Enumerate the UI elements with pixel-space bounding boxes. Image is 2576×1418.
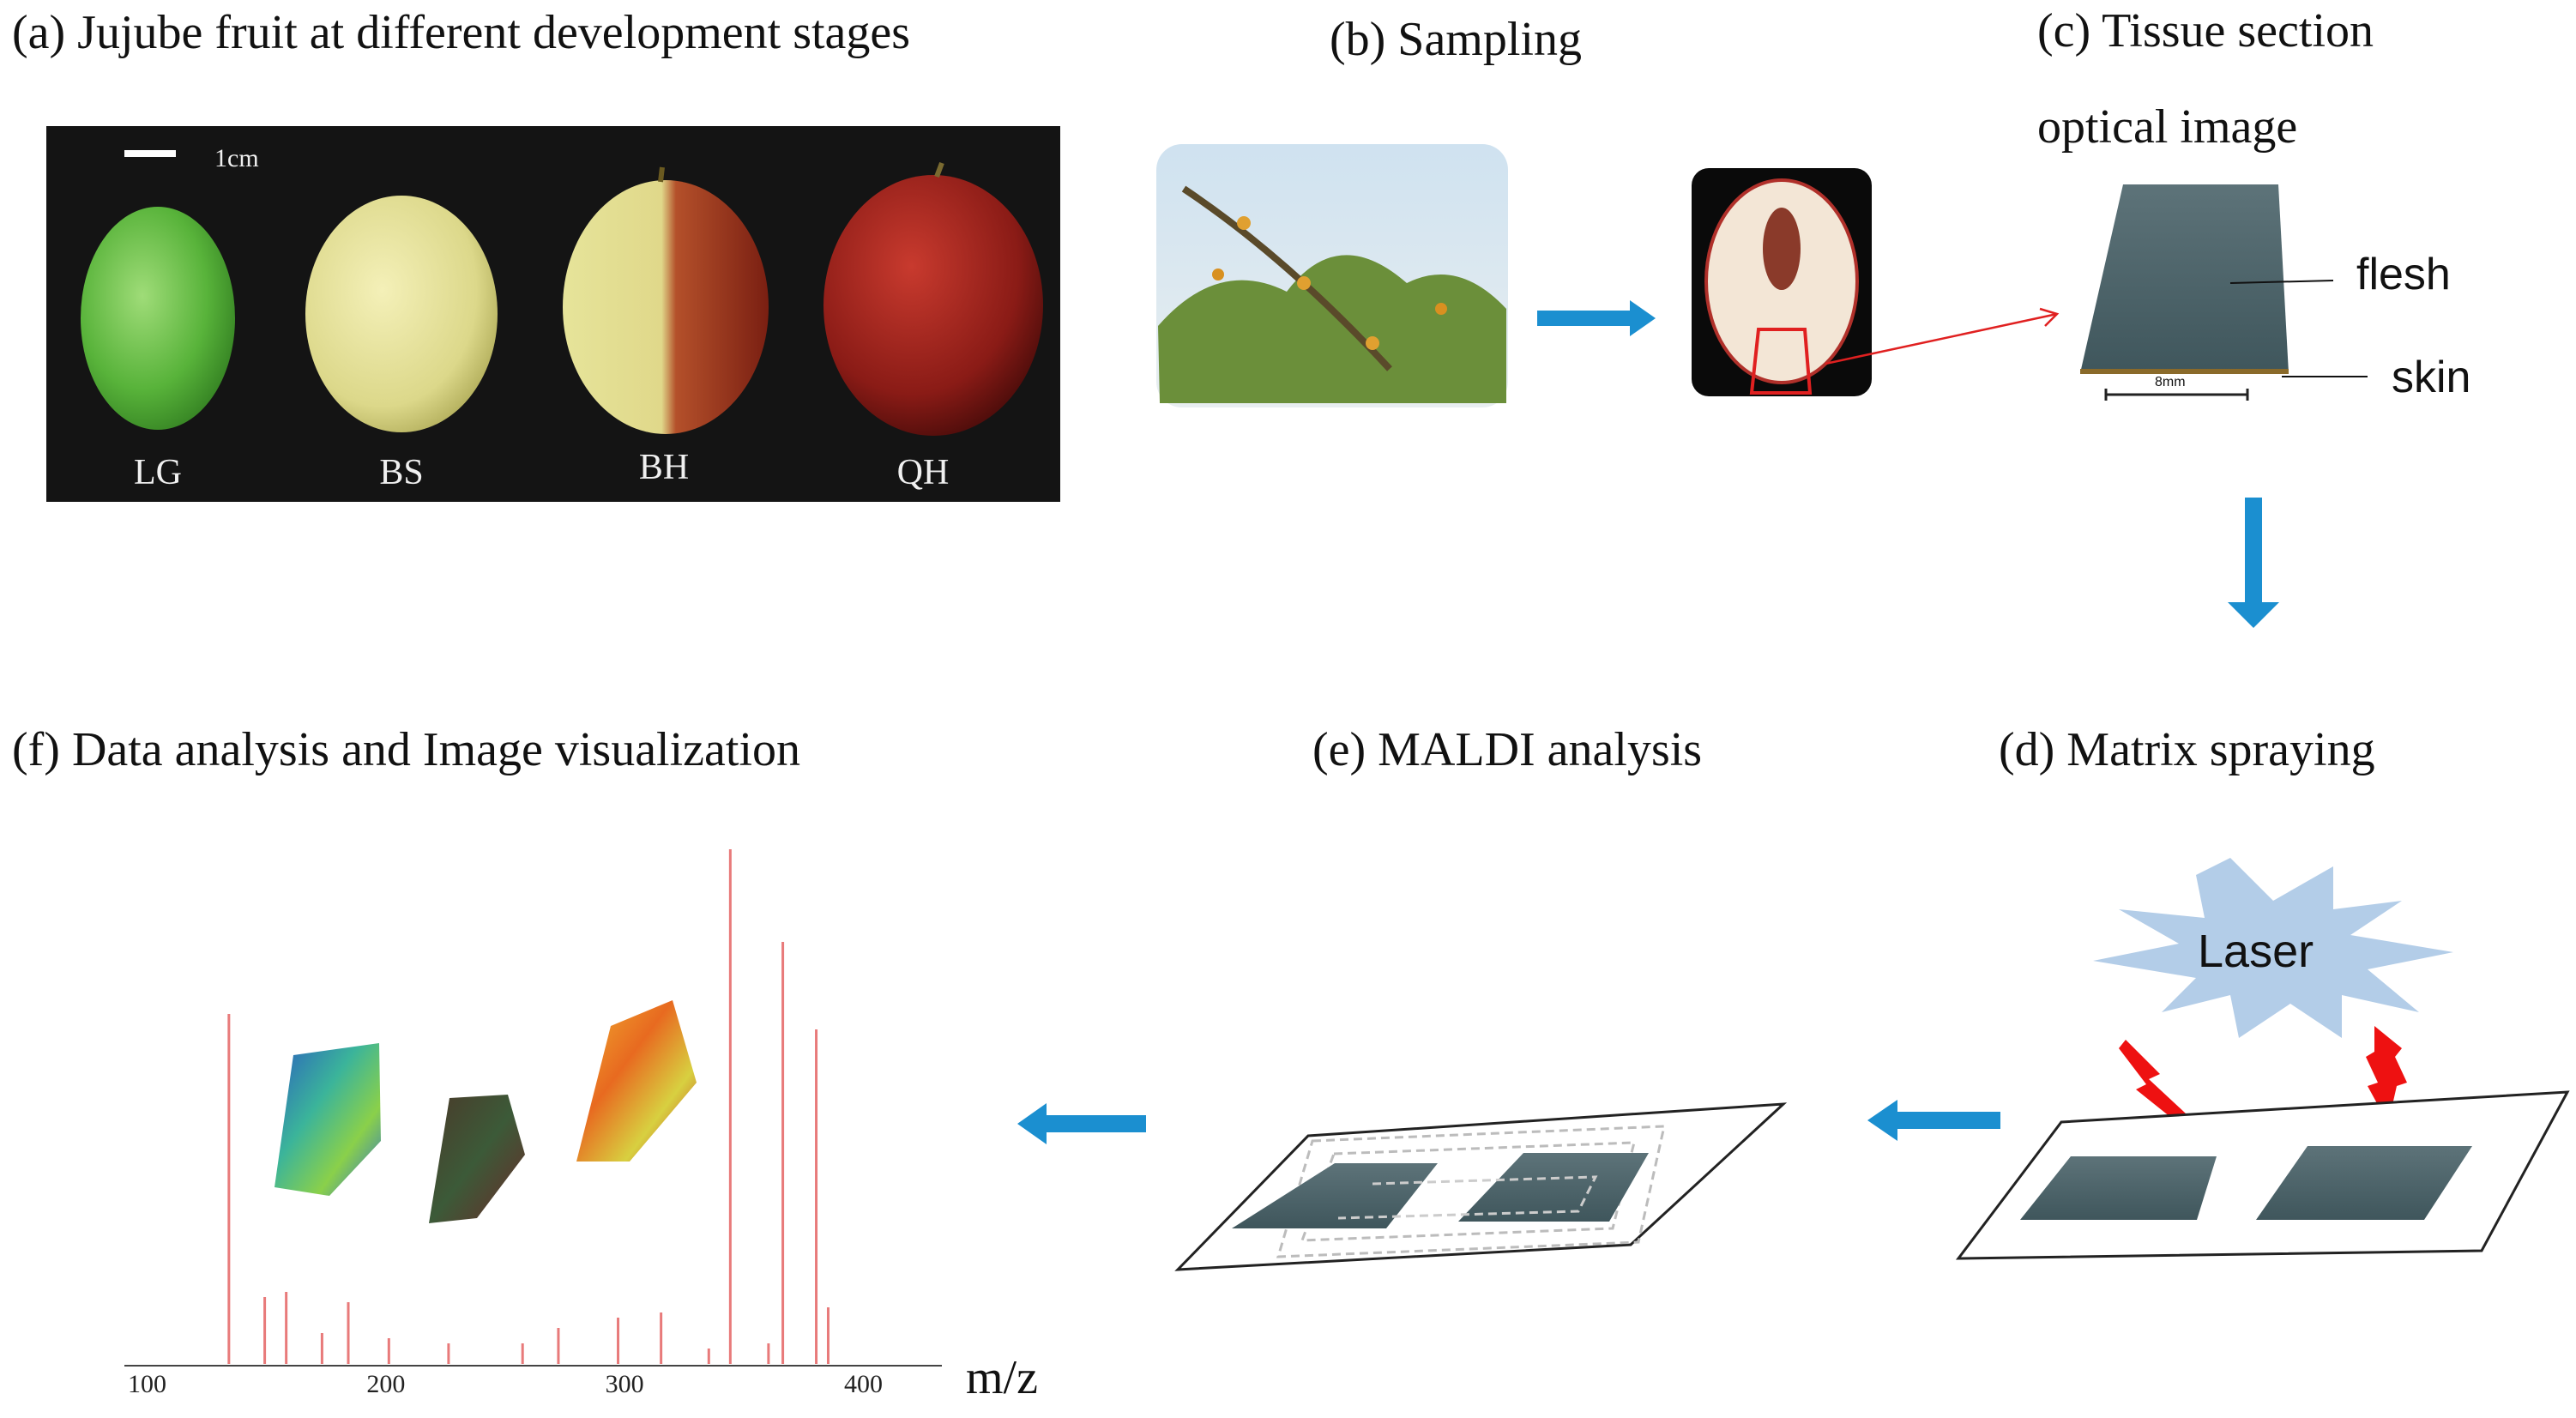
skin-label: skin xyxy=(2392,353,2471,402)
spectrum-tick-label: 300 xyxy=(605,1370,644,1398)
panel-f-title: (f) Data analysis and Image visualizatio… xyxy=(12,723,800,776)
ms-image-3 xyxy=(576,1000,697,1162)
stage-label-bs: BS xyxy=(379,453,424,492)
cut-fruit-seed xyxy=(1763,208,1801,290)
tree-branch xyxy=(1181,185,1392,371)
slide-e xyxy=(1174,1102,1788,1271)
mass-spectrum xyxy=(227,849,830,1364)
laser-label: Laser xyxy=(2198,926,2314,977)
laser-burst xyxy=(2093,858,2453,1038)
tissue-section-image xyxy=(2080,184,2289,373)
tissue-section-d-2 xyxy=(2256,1146,2472,1220)
arrow-left-icon xyxy=(1867,1100,2000,1141)
fruit-dot xyxy=(1366,336,1379,350)
stage-label-bh: BH xyxy=(638,448,690,487)
arrow-down-icon xyxy=(2228,498,2279,628)
fruit-bs xyxy=(305,196,498,432)
panel-e-title: (e) MALDI analysis xyxy=(1312,723,1703,776)
panel-c-title-line2: optical image xyxy=(2037,100,2298,154)
pointer-arrowhead xyxy=(2039,307,2060,327)
lightning-icon xyxy=(2366,1026,2407,1124)
sample-region-outline xyxy=(1749,328,1813,395)
scale-bar xyxy=(124,150,176,157)
tree-foliage xyxy=(1158,255,1506,403)
ms-image-2 xyxy=(429,1095,525,1223)
fruit-bh-stem xyxy=(658,166,665,183)
tissue-scale-label: 8mm xyxy=(2155,375,2186,389)
panel-b-title: (b) Sampling xyxy=(1330,13,1582,66)
tissue-section-e-2 xyxy=(1458,1153,1649,1222)
fruit-dot xyxy=(1212,269,1224,281)
lightning-icon xyxy=(2119,1040,2198,1144)
arrow-right-icon xyxy=(1537,300,1656,336)
pointer-arrow xyxy=(1825,312,2058,365)
fruit-dot xyxy=(1435,303,1447,315)
stage-label-lg: LG xyxy=(134,453,182,492)
spectrum-tick-label: 200 xyxy=(366,1370,406,1398)
fruit-dot xyxy=(1297,276,1311,290)
fruit-lg xyxy=(81,207,235,430)
stage-label-qh: QH xyxy=(896,453,950,492)
fruit-bh xyxy=(563,180,769,434)
tissue-section-d-1 xyxy=(2020,1156,2217,1220)
spectrum-tick-label: 400 xyxy=(844,1370,883,1398)
fruit-qh xyxy=(823,175,1043,436)
fruit-dot xyxy=(1237,216,1251,230)
scan-path xyxy=(1337,1175,1598,1220)
slide-d xyxy=(1955,1090,2570,1260)
scale-bar-label: 1cm xyxy=(214,144,259,172)
fruit-qh-stem xyxy=(934,161,944,178)
flesh-label: flesh xyxy=(2356,250,2451,299)
panel-c-title-line1: (c) Tissue section xyxy=(2037,4,2374,57)
flesh-pointer xyxy=(2229,280,2334,284)
panel-d-title: (d) Matrix spraying xyxy=(1999,723,2375,776)
tissue-section-e-1 xyxy=(1232,1163,1438,1228)
arrow-left-icon xyxy=(1017,1103,1146,1144)
spectrum-x-label: m/z xyxy=(966,1351,1038,1404)
spectrum-tick-label: 100 xyxy=(128,1370,166,1398)
panel-a-title: (a) Jujube fruit at different developmen… xyxy=(12,6,911,59)
ms-image-1 xyxy=(274,1043,381,1196)
